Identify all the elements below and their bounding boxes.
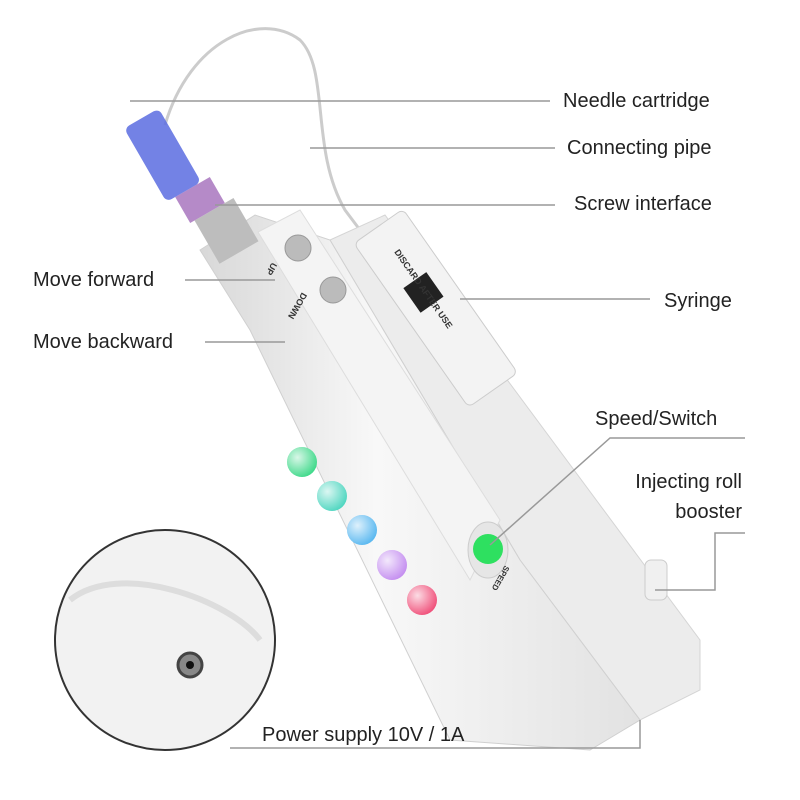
down-button (319, 276, 347, 304)
light-dot-highlight (377, 550, 407, 580)
light-colors (287, 447, 437, 615)
light-dot-highlight (317, 481, 347, 511)
screw-interface (175, 177, 225, 223)
label-needle-cartridge: Needle cartridge (563, 90, 710, 112)
syringe-plunger (403, 272, 444, 313)
speed-button (473, 534, 503, 564)
magnified-port-view (54, 529, 276, 751)
light-dot-highlight (287, 447, 317, 477)
label-booster: booster (675, 501, 742, 523)
label-power-supply: Power supply 10V / 1A (262, 724, 465, 746)
needle-cartridge (126, 110, 199, 200)
label-syringe: Syringe (664, 290, 732, 312)
up-button (284, 234, 312, 262)
metal-collar (194, 197, 259, 264)
syringe-barrel (355, 210, 516, 406)
connecting-pipe (163, 27, 362, 231)
leader-lines (130, 100, 745, 749)
label-injecting-roll: Injecting roll (635, 471, 742, 493)
light-dot-highlight (347, 515, 377, 545)
label-screw-interface: Screw interface (574, 193, 712, 215)
label-move-backward: Move backward (33, 331, 174, 353)
light-dot-highlight (407, 585, 437, 615)
label-connecting-pipe: Connecting pipe (567, 137, 712, 159)
label-move-forward: Move forward (33, 269, 155, 291)
label-speed-switch: Speed/Switch (595, 408, 718, 430)
roll-booster (644, 559, 668, 601)
button-panel (257, 209, 501, 582)
